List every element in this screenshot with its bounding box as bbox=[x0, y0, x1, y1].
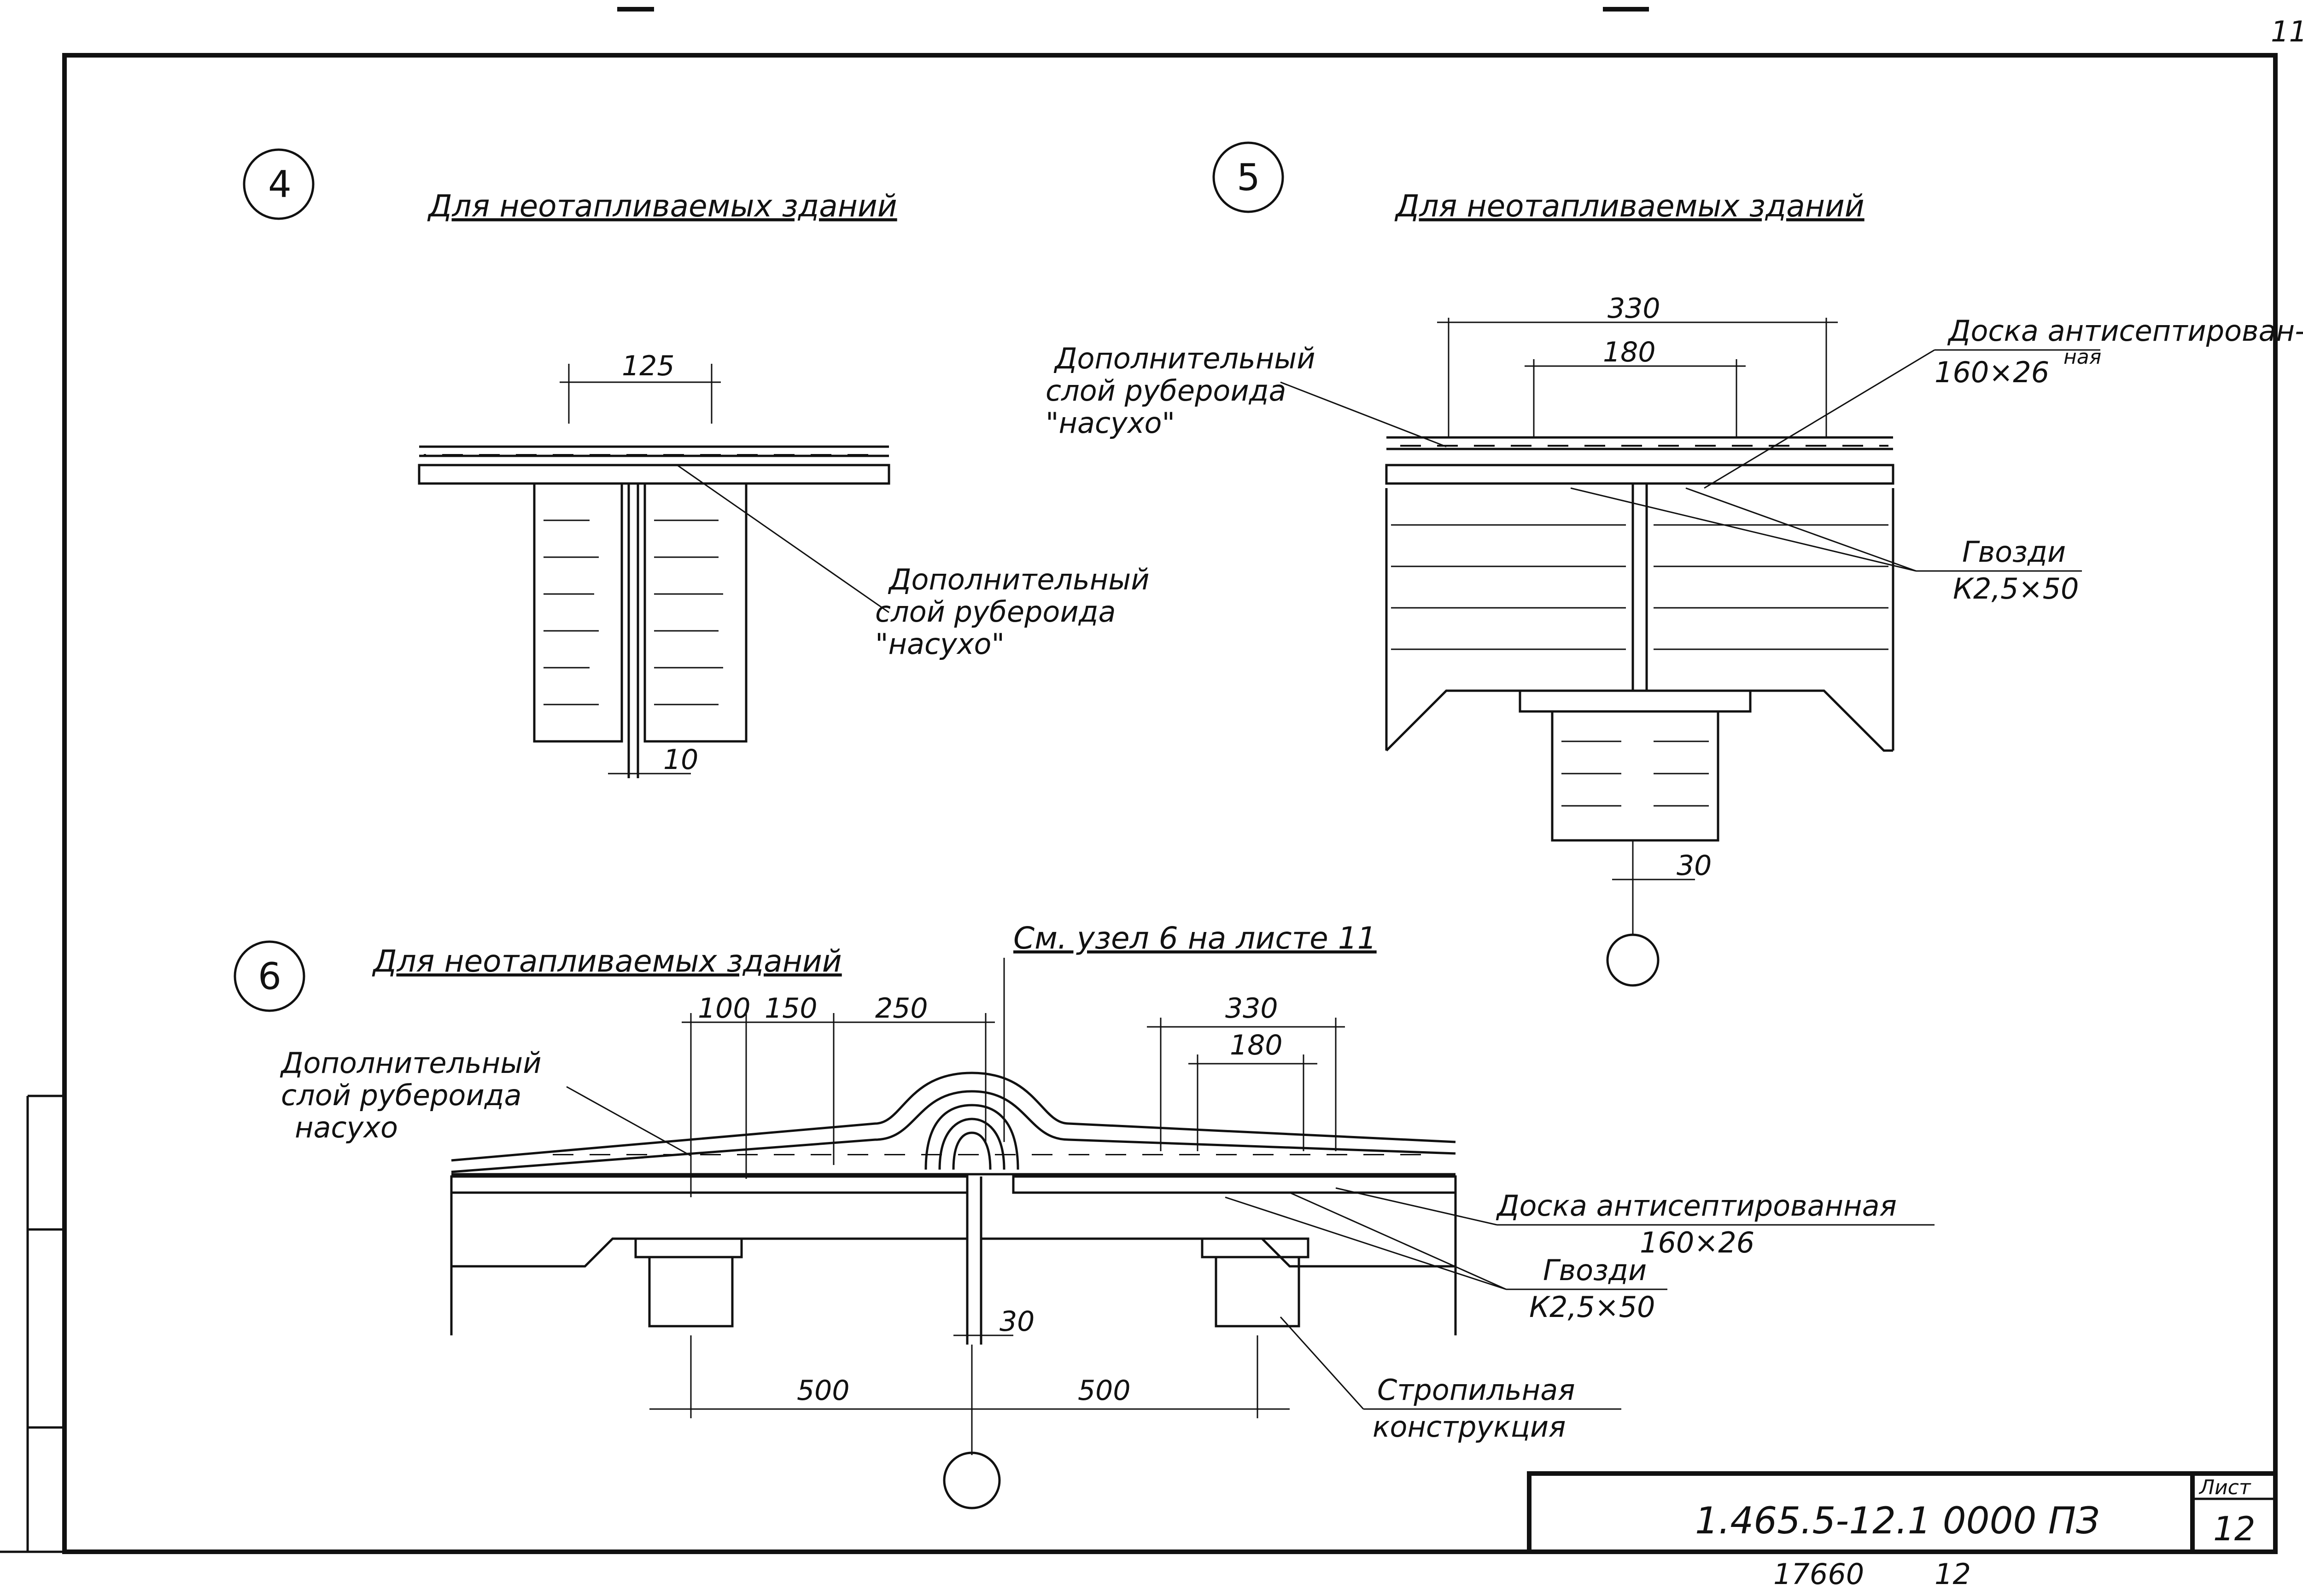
detail-4-dim-125: 125 bbox=[622, 350, 675, 382]
detail-6-note-nails-1: Гвозди bbox=[1543, 1253, 1647, 1287]
detail-5-note-left-3: "насухо" bbox=[1046, 406, 1175, 440]
detail-6-dim-500-right: 500 bbox=[1078, 1375, 1131, 1407]
detail-6-note-board-1: Доска антисептированная bbox=[1496, 1189, 1897, 1223]
detail-6-note-left-1: Дополнительный bbox=[280, 1046, 542, 1080]
detail-4-note-1: Дополнительный bbox=[888, 563, 1150, 596]
detail-5-note-left-2: слой рубероида bbox=[1046, 374, 1286, 408]
detail-6-dim-150: 150 bbox=[765, 992, 818, 1025]
detail-5-dim-180: 180 bbox=[1603, 336, 1656, 368]
detail-6-note-left-2: слой рубероида bbox=[281, 1078, 522, 1112]
detail-5-note-board-2: 160×26 bbox=[1935, 355, 2049, 389]
detail-4-title: Для неотапливаемых зданий bbox=[427, 188, 897, 224]
detail-6-ref-note: См. узел 6 на листе 11 bbox=[1013, 920, 1377, 956]
detail-6-note-left-3: насухо bbox=[295, 1111, 398, 1144]
detail-6-title: Для неотапливаемых зданий bbox=[372, 944, 842, 979]
detail-4-note-2: слой рубероида bbox=[875, 595, 1116, 629]
detail-6: 6 Для неотапливаемых зданий См. узел 6 н… bbox=[234, 920, 1935, 1509]
corner-number: 11 bbox=[2271, 15, 2303, 48]
sheet-frame bbox=[0, 7, 2278, 1554]
detail-6-note-nails-2: К2,5×50 bbox=[1529, 1290, 1655, 1324]
title-block bbox=[1527, 1471, 2278, 1554]
stamp-right: 12 bbox=[1935, 1557, 1971, 1591]
detail-6-note-rafter-2: конструкция bbox=[1373, 1410, 1566, 1444]
detail-6-dim-100: 100 bbox=[698, 992, 751, 1025]
detail-6-dim-180: 180 bbox=[1230, 1029, 1283, 1061]
document-code: 1.465.5-12.1 0000 ПЗ bbox=[1695, 1499, 2099, 1542]
detail-6-dim-250: 250 bbox=[875, 992, 928, 1025]
detail-5-axis-marker bbox=[1606, 933, 1660, 987]
detail-5-number: 5 bbox=[1237, 156, 1260, 199]
detail-4-dim-10: 10 bbox=[663, 744, 698, 776]
detail-4-number: 4 bbox=[268, 163, 292, 206]
sheet-label: Лист bbox=[2198, 1476, 2251, 1499]
detail-6-marker bbox=[234, 940, 305, 1012]
detail-5-note-board-1: Доска антисептирован- bbox=[1947, 314, 2303, 348]
detail-5-marker bbox=[1212, 141, 1284, 213]
detail-5-note-board-suffix: ная bbox=[2063, 345, 2101, 369]
sheet-number: 12 bbox=[2213, 1509, 2256, 1548]
detail-5-note-nails-2: К2,5×50 bbox=[1953, 572, 2079, 606]
detail-5-title: Для неотапливаемых зданий bbox=[1394, 188, 1865, 224]
detail-6-note-rafter-1: Стропильная bbox=[1377, 1373, 1575, 1407]
detail-6-axis-marker bbox=[943, 1451, 1001, 1509]
detail-6-dim-330: 330 bbox=[1225, 992, 1278, 1025]
detail-5-dim-330: 330 bbox=[1607, 292, 1660, 325]
detail-6-dim-30: 30 bbox=[1000, 1305, 1035, 1338]
detail-6-dim-500-left: 500 bbox=[797, 1375, 850, 1407]
stamp-left: 17660 bbox=[1773, 1557, 1864, 1591]
detail-4-note-3: "насухо" bbox=[875, 627, 1005, 661]
detail-4: 4 Для неотапливаемых зданий 125 10 Допол bbox=[243, 148, 1150, 778]
detail-5-note-nails-1: Гвозди bbox=[1962, 535, 2066, 569]
detail-5-note-left-1: Дополнительный bbox=[1053, 342, 1315, 375]
detail-4-marker bbox=[243, 148, 315, 220]
detail-5-dim-30: 30 bbox=[1677, 850, 1712, 882]
detail-6-number: 6 bbox=[258, 955, 281, 998]
detail-6-note-board-2: 160×26 bbox=[1640, 1226, 1754, 1259]
detail-5: 5 Для неотапливаемых зданий 330 180 bbox=[1046, 141, 2303, 987]
